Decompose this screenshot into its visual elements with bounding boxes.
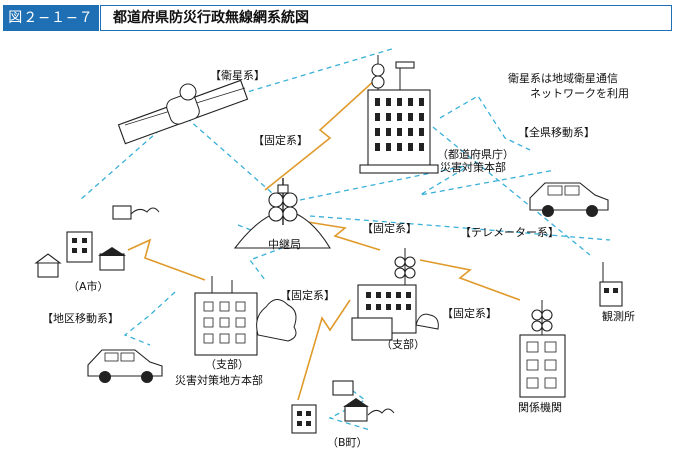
- observatory-label: 観測所: [602, 309, 635, 323]
- network-diagram: （都道府県庁） 災害対策本部 中継局 （A市）: [34, 47, 635, 449]
- satellite-note-line1: 衛星系は地域衛星通信: [508, 72, 618, 85]
- branch-hq-label: 災害対策地方本部: [175, 373, 263, 387]
- mobile-car-icon: [529, 182, 609, 217]
- fixed-system-label-1: 【固定系】: [253, 133, 308, 147]
- area-mobile-car-icon: [87, 349, 163, 383]
- figure-title: 都道府県防災行政無線網系統図: [100, 5, 672, 31]
- branch-label: （支部）: [205, 357, 249, 371]
- satellite-system-label: 【衛星系】: [210, 69, 265, 82]
- related-org-building-icon: [519, 300, 566, 398]
- pref-office-hq-label: 災害対策本部: [440, 160, 506, 174]
- fixed-links: [127, 79, 521, 401]
- observatory-icon: [599, 262, 623, 307]
- city-a-buildings-icon: [34, 205, 160, 278]
- branch-office-building-icon: [194, 276, 297, 356]
- satellite-note-line2: ネットワークを利用: [530, 87, 629, 100]
- fixed-system-label-2: 【固定系】: [362, 221, 417, 235]
- pref-office-label: （都道府県庁）: [437, 147, 514, 161]
- pref-mobile-system-label: 【全県移動系】: [518, 125, 595, 139]
- figure-header: 図２−１−７ 都道府県防災行政無線網系統図: [0, 0, 680, 36]
- fixed-system-label-4: 【固定系】: [442, 306, 497, 320]
- town-b-label: （B町）: [327, 436, 368, 449]
- area-mobile-system-label: 【地区移動系】: [42, 311, 119, 325]
- branch-center-label: （支部）: [381, 337, 425, 351]
- satellite-icon: [117, 79, 249, 145]
- relay-station-icon: [233, 178, 331, 249]
- town-b-buildings-icon: [291, 380, 395, 434]
- relay-station-label: 中継局: [268, 237, 301, 251]
- city-a-label: （A市）: [68, 279, 109, 293]
- prefectural-office-building-icon: [359, 55, 439, 174]
- figure-number: 図２−１−７: [3, 5, 99, 31]
- branch-center-building-icon: [351, 248, 439, 341]
- fixed-system-label-3: 【固定系】: [280, 288, 335, 302]
- telemeter-system-label: 【テレメーター系】: [460, 226, 559, 239]
- related-org-label: 関係機関: [518, 400, 562, 414]
